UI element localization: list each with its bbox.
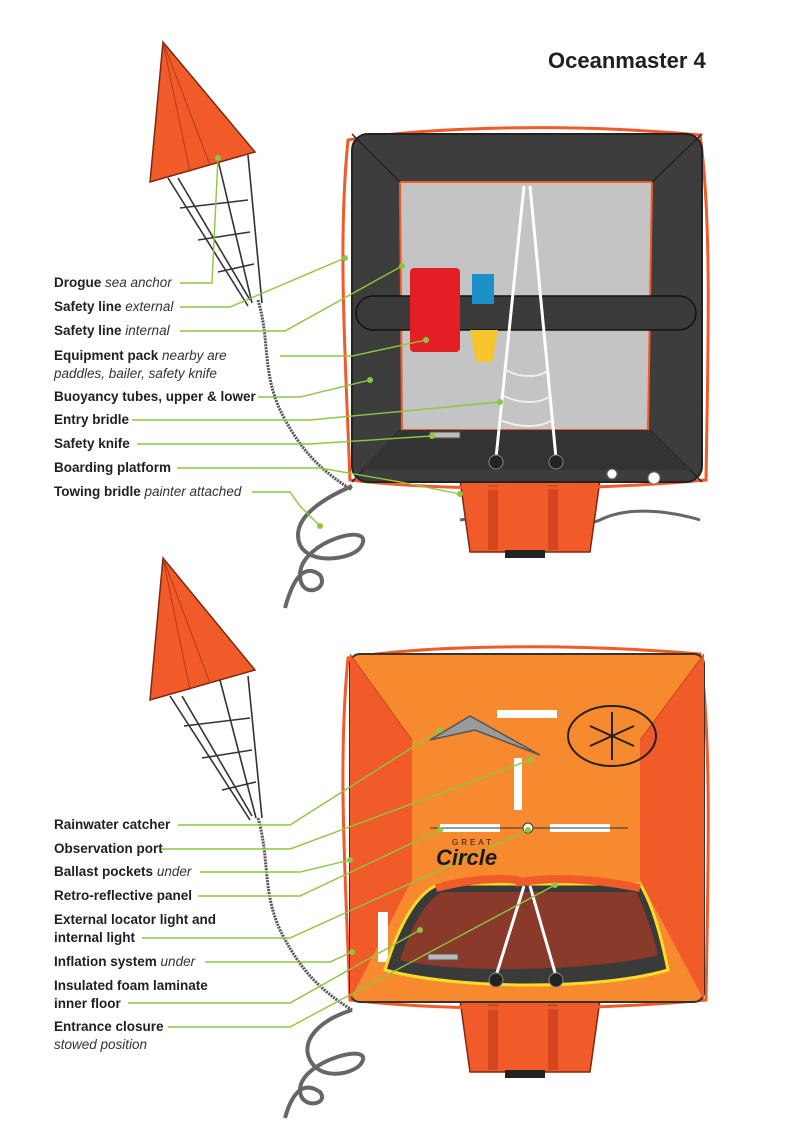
label-insulated-floor: Insulated foam laminate inner floor <box>54 978 208 1011</box>
rainwater-catcher <box>429 715 541 756</box>
label-safety-line-external: Safety line external <box>54 299 174 314</box>
leader-dots <box>215 155 558 955</box>
entrance-closure-platform <box>459 999 601 1073</box>
label-entrance-closure: Entrance closure stowed position <box>54 1019 164 1052</box>
boarding-platform-top <box>459 479 601 553</box>
observation-port <box>567 705 657 767</box>
drogue-bottom <box>149 556 353 1012</box>
label-ballast-pockets: Ballast pockets under <box>54 864 192 879</box>
equipment-pack-top <box>410 268 460 352</box>
leader-lines <box>128 157 556 1028</box>
label-retro-reflective-panel: Retro-reflective panel <box>54 888 193 903</box>
label-locator-light: External locator light and internal ligh… <box>54 912 217 945</box>
label-boarding-platform: Boarding platform <box>54 460 171 475</box>
label-inflation-system: Inflation system under <box>54 954 196 969</box>
label-equipment-pack: Equipment pack nearby are paddles, baile… <box>54 348 227 381</box>
label-buoyancy-tubes: Buoyancy tubes, upper & lower <box>54 389 256 404</box>
drogue-top <box>149 40 353 492</box>
towing-rope-top <box>283 484 365 609</box>
product-title: Oceanmaster 4 <box>548 48 706 73</box>
label-rainwater-catcher: Rainwater catcher <box>54 817 171 832</box>
label-safety-knife: Safety knife <box>54 436 130 451</box>
towing-rope-bottom <box>283 1008 365 1119</box>
label-entry-bridle: Entry bridle <box>54 412 130 427</box>
label-drogue: Drogue sea anchor <box>54 275 172 290</box>
great-circle-logo: GREAT Circle <box>436 838 498 870</box>
label-towing-bridle: Towing bridle painter attached <box>54 484 242 499</box>
label-safety-line-internal: Safety line internal <box>54 323 170 338</box>
label-observation-port: Observation port <box>54 841 163 856</box>
